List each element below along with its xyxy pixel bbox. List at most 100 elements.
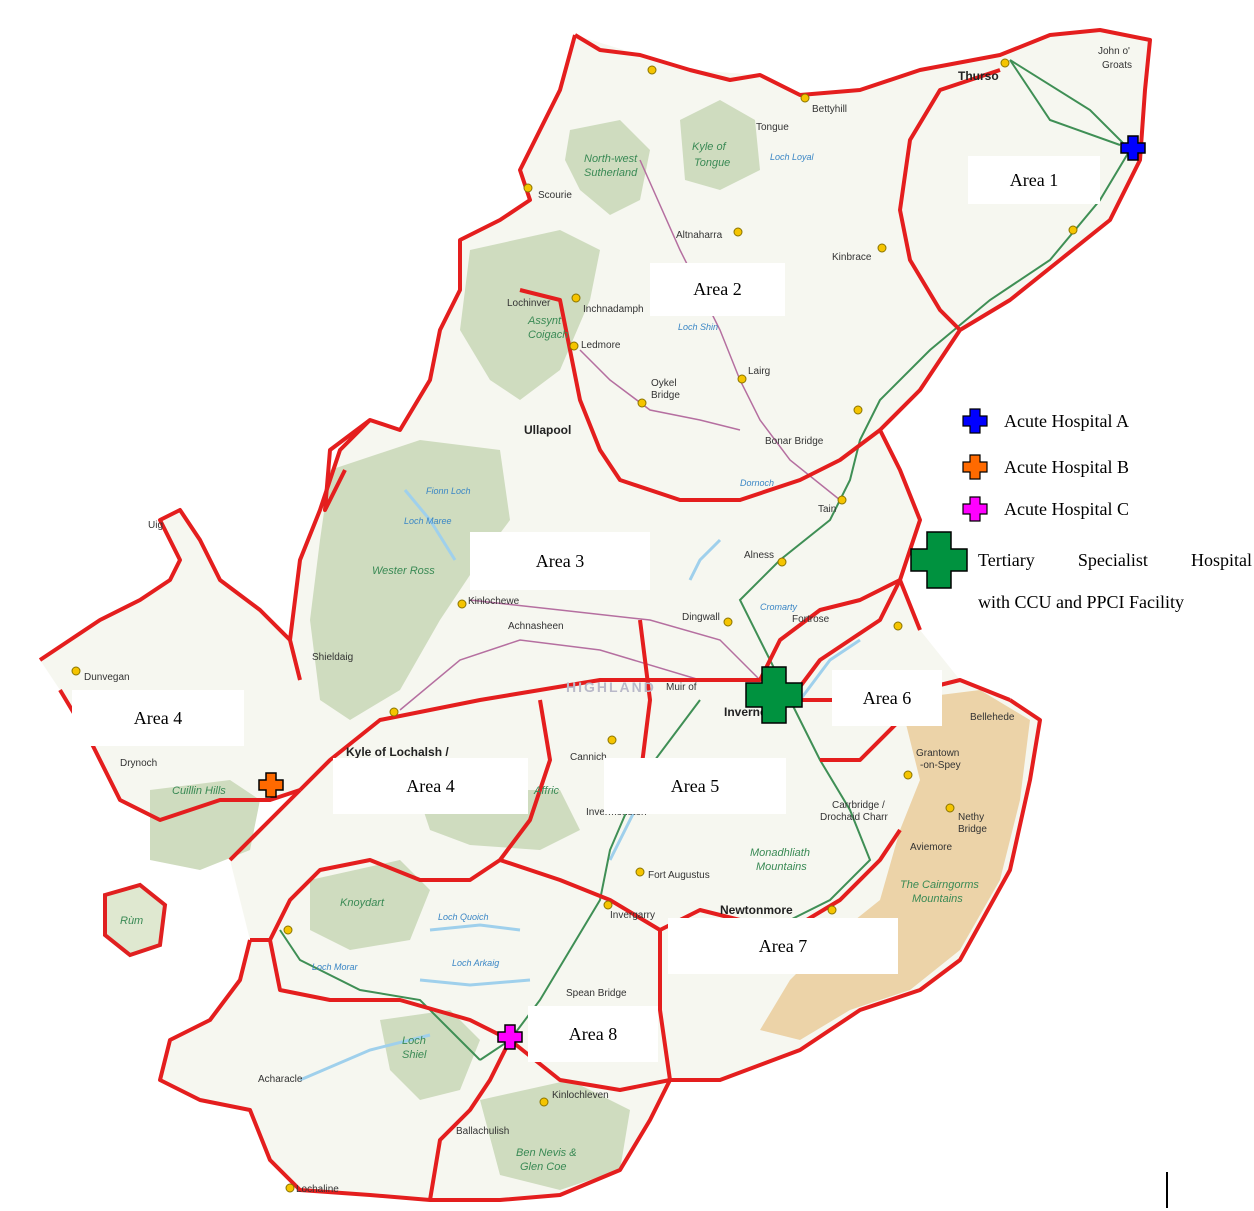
place-thurso: Thurso — [958, 69, 999, 83]
place-dingwall: Dingwall — [682, 612, 720, 623]
feature-fionn-loch: Fionn Loch — [426, 486, 471, 496]
feature-highland: HIGHLAND — [566, 679, 656, 695]
feature-knoydart: Knoydart — [340, 897, 385, 909]
hospital-b-marker[interactable] — [258, 772, 284, 798]
place-kinlochleven: Kinlochleven — [552, 1090, 609, 1101]
feature-loch-quoich: Loch Quoich — [438, 912, 489, 922]
feature-loch-arkaig: Loch Arkaig — [452, 958, 499, 968]
feature-ben-nevis-1: Ben Nevis & — [516, 1147, 577, 1159]
area-label-5: Area 5 — [604, 758, 786, 814]
feature-cairngorms-1: The Cairngorms — [900, 879, 979, 891]
place-shieldaig: Shieldaig — [312, 652, 353, 663]
place-oykel-2: Bridge — [651, 390, 680, 401]
cross-icon — [962, 408, 988, 434]
parks — [150, 100, 760, 1190]
place-john-o-groats-2: Groats — [1102, 60, 1132, 71]
place-spean-bridge: Spean Bridge — [566, 988, 627, 999]
area-label-8: Area 8 — [528, 1006, 658, 1062]
feature-labels: North-west Sutherland Kyle of Tongue Ass… — [120, 141, 979, 1173]
place-altnaharra: Altnaharra — [676, 230, 723, 241]
legend-item-hospital-c: Acute Hospital C — [962, 496, 1129, 522]
legend-item-hospital-a: Acute Hospital A — [962, 408, 1129, 434]
place-ballachulish: Ballachulish — [456, 1126, 509, 1137]
area-label-4b: Area 4 — [333, 758, 528, 814]
hospital-markers — [258, 135, 1146, 1050]
feature-loch-loyal: Loch Loyal — [770, 152, 815, 162]
area-boundaries — [38, 28, 1152, 1202]
place-cannich: Cannich — [570, 752, 607, 763]
legend-label: Acute Hospital B — [1004, 456, 1129, 477]
feature-cromarty: Cromarty — [760, 602, 798, 612]
place-aviemore: Aviemore — [910, 842, 952, 853]
place-fortrose: Fortrose — [792, 614, 830, 625]
place-lochinver: Lochinver — [507, 298, 551, 309]
town-dots — [71, 58, 1078, 1193]
feature-wester-ross: Wester Ross — [372, 565, 435, 577]
feature-dornoch: Dornoch — [740, 478, 774, 488]
place-drynoch: Drynoch — [120, 758, 157, 769]
legend-item-hospital-b: Acute Hospital B — [962, 454, 1129, 480]
area-label-7: Area 7 — [668, 918, 898, 974]
feature-loch-shiel-2: Shiel — [402, 1049, 427, 1061]
place-scourie: Scourie — [538, 190, 572, 201]
place-lochaline: Lochaline — [296, 1184, 339, 1195]
place-nethy-1: Nethy — [958, 812, 984, 823]
feature-monadhliath-2: Mountains — [756, 861, 807, 873]
cross-icon — [910, 531, 968, 589]
cross-icon — [962, 454, 988, 480]
place-tain: Tain — [818, 504, 836, 515]
place-carrbridge-1: Carrbridge / — [832, 800, 885, 811]
area-label-2: Area 2 — [650, 263, 785, 316]
tertiary-hospital-marker[interactable] — [745, 666, 803, 724]
feature-cairngorms-2: Mountains — [912, 893, 963, 905]
feature-nw-sutherland-1: North-west — [584, 153, 638, 165]
place-newtonmore: Newtonmore — [720, 903, 793, 917]
feature-rum: Rùm — [120, 915, 143, 927]
place-bettyhill: Bettyhill — [812, 104, 847, 115]
place-carrbridge-2: Drochaid Charr — [820, 812, 888, 823]
place-alness: Alness — [744, 550, 774, 561]
place-muir-of-ord: Muir of — [666, 682, 697, 693]
feature-loch-shin: Loch Shin — [678, 322, 718, 332]
place-bonar-bridge: Bonar Bridge — [765, 436, 824, 447]
feature-assynt-1: Assynt — [527, 315, 562, 327]
feature-loch-maree: Loch Maree — [404, 516, 452, 526]
area-label-4a: Area 4 — [72, 690, 244, 746]
place-ledmore: Ledmore — [581, 340, 621, 351]
place-dunvegan: Dunvegan — [84, 672, 130, 683]
feature-nw-sutherland-2: Sutherland — [584, 167, 638, 179]
feature-loch-shiel-1: Loch — [402, 1035, 426, 1047]
cross-icon — [962, 496, 988, 522]
place-kyle: Kyle of Lochalsh / — [346, 745, 449, 759]
legend-label: Tertiary Specialist Hospital — [978, 550, 1252, 570]
place-lairg: Lairg — [748, 366, 770, 377]
feature-loch-morar: Loch Morar — [312, 962, 359, 972]
feature-cuillin: Cuillin Hills — [172, 785, 226, 797]
feature-kyle-tongue-1: Kyle of — [692, 141, 727, 153]
place-kinlochewe: Kinlochewe — [468, 596, 520, 607]
place-achnasheen: Achnasheen — [508, 621, 564, 632]
place-grantown-1: Grantown — [916, 748, 959, 759]
legend-label: Acute Hospital A — [1004, 410, 1129, 431]
legend-label: Acute Hospital C — [1004, 498, 1129, 519]
place-ullapool: Ullapool — [524, 423, 571, 437]
feature-affric: Affric — [533, 785, 560, 797]
place-fort-augustus: Fort Augustus — [648, 870, 710, 881]
area-label-3: Area 3 — [470, 532, 650, 590]
hospital-c-marker[interactable] — [497, 1024, 523, 1050]
area-label-6: Area 6 — [832, 670, 942, 726]
area-label-1: Area 1 — [968, 156, 1100, 204]
feature-kyle-tongue-2: Tongue — [694, 157, 730, 169]
place-oykel-1: Oykel — [651, 378, 677, 389]
place-tongue: Tongue — [756, 122, 789, 133]
place-inchnadamph: Inchnadamph — [583, 304, 644, 315]
feature-ben-nevis-2: Glen Coe — [520, 1161, 566, 1173]
hospital-a-marker[interactable] — [1120, 135, 1146, 161]
place-nethy-2: Bridge — [958, 824, 987, 835]
place-kinbrace: Kinbrace — [832, 252, 872, 263]
place-bellehede: Bellehede — [970, 712, 1015, 723]
legend-label-line2: with CCU and PPCI Facility — [978, 592, 1185, 612]
place-invergarry: Invergarry — [610, 910, 655, 921]
place-acharacle: Acharacle — [258, 1074, 303, 1085]
